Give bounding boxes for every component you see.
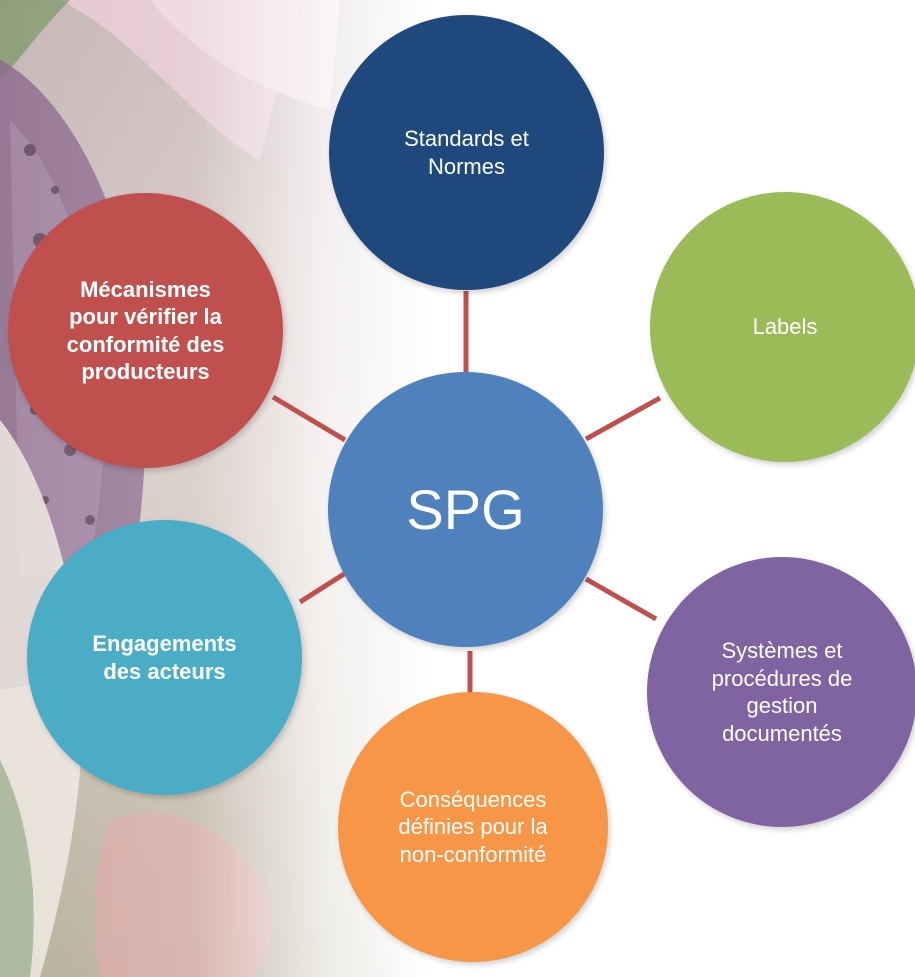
node-mecanismes-label: Mécanismes pour vérifier la conformité d… (66, 276, 225, 385)
node-standards: Standards et Normes (329, 15, 604, 290)
node-engagements: Engagements des acteurs (27, 520, 302, 795)
node-consequences-label: Conséquences définies pour la non-confor… (398, 786, 548, 867)
node-standards-label: Standards et Normes (404, 126, 529, 179)
node-mecanismes: Mécanismes pour vérifier la conformité d… (8, 193, 283, 468)
node-systemes: Systèmes et procédures de gestion docume… (647, 557, 915, 827)
connector-systemes (584, 576, 658, 622)
connector-engagements (298, 571, 346, 605)
node-consequences: Conséquences définies pour la non-confor… (338, 692, 608, 962)
node-systemes-label: Systèmes et procédures de gestion docume… (711, 638, 853, 746)
connector-mecanismes (271, 394, 347, 443)
node-engagements-label: Engagements des acteurs (92, 631, 237, 684)
node-center-spg: SPG (328, 372, 603, 647)
node-labels: Labels (650, 192, 915, 462)
connector-labels (584, 395, 662, 442)
node-labels-label: Labels (752, 314, 818, 340)
center-label: SPG (406, 477, 525, 541)
